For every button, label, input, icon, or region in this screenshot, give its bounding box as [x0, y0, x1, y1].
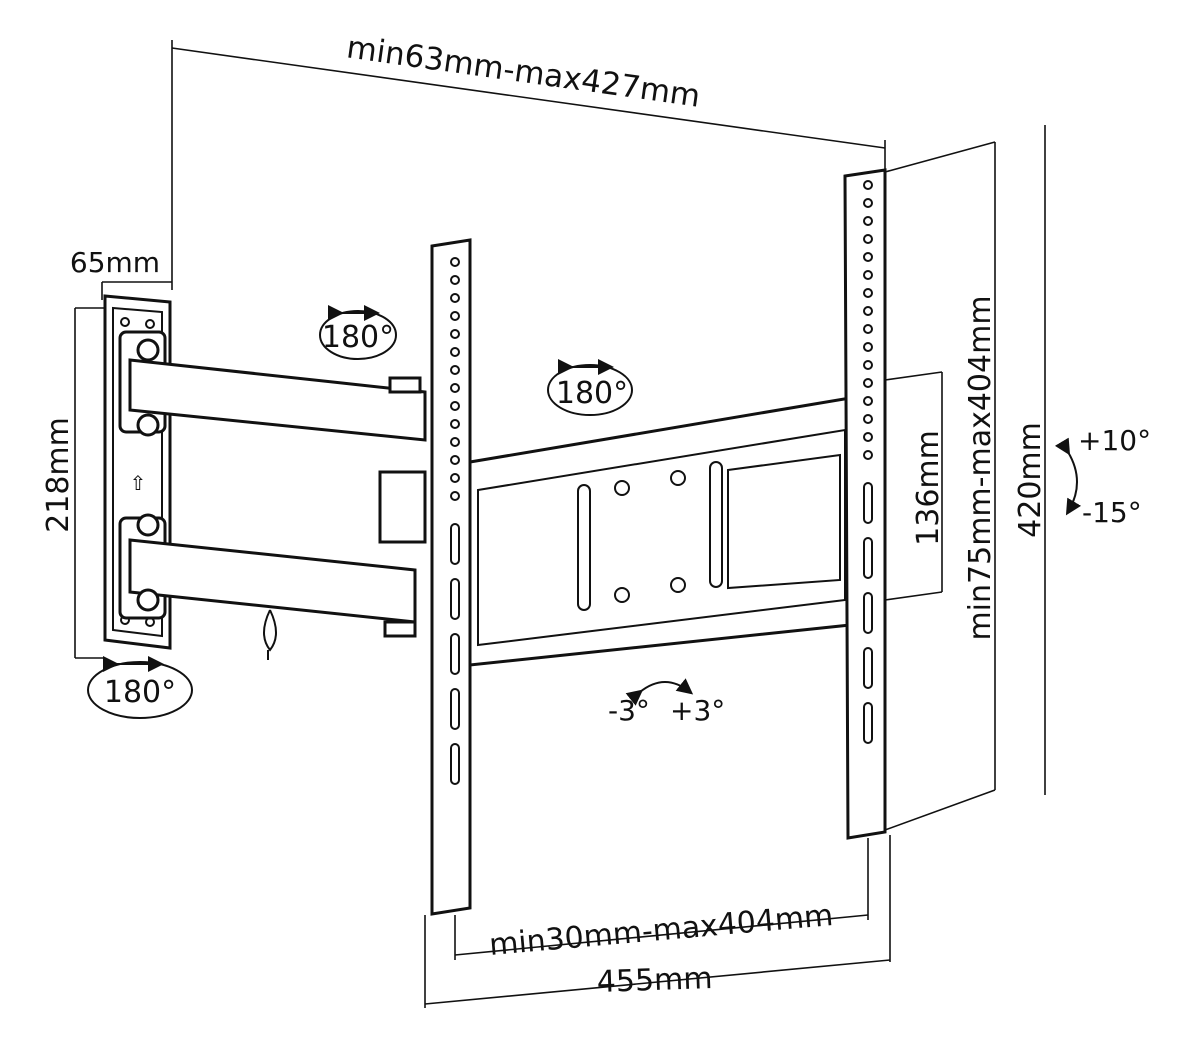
rail-slot: [863, 482, 873, 524]
total-width-dimension: 455mm: [424, 835, 891, 1008]
rail-hole: [863, 414, 873, 424]
vesa-vertical-dimension: min75mm-max404mm: [884, 141, 998, 831]
rail-hole: [450, 437, 460, 447]
rail-hole: [863, 288, 873, 298]
inner-height-label: 136mm: [911, 430, 946, 546]
plate-height-label: 218mm: [41, 417, 76, 533]
total-width-label: 455mm: [596, 961, 713, 1000]
rail-hole: [863, 324, 873, 334]
top-width-label: min63mm-max427mm: [344, 29, 702, 114]
rail-hole: [450, 419, 460, 429]
total-height-label: 420mm: [1013, 422, 1048, 538]
rail-hole: [450, 473, 460, 483]
rail-hole: [863, 450, 873, 460]
tilt-down-label: -15°: [1082, 496, 1142, 529]
rail-slot: [863, 592, 873, 634]
rail-hole: [863, 180, 873, 190]
rail-hole: [863, 360, 873, 370]
plate-depth-label: 65mm: [70, 246, 160, 279]
tilt-arrow-icon: [1054, 437, 1082, 516]
rail-slot: [863, 702, 873, 744]
level-adjust-indicator: -3° +3°: [608, 678, 725, 727]
rail-hole: [863, 306, 873, 316]
head-swivel-label: 180°: [556, 376, 628, 411]
rail-hole: [450, 455, 460, 465]
total-height-dimension: 420mm: [1013, 125, 1048, 795]
rail-hole: [863, 198, 873, 208]
right-rail: [843, 168, 887, 840]
plate-depth-dimension: 65mm: [70, 246, 172, 300]
rail-slot: [450, 688, 460, 730]
vesa-horizontal-dimension: min30mm-max404mm: [454, 838, 869, 963]
arm-swivel-label: 180°: [322, 320, 394, 355]
center-plate: [468, 396, 852, 667]
rail-hole: [450, 311, 460, 321]
rail-hole: [863, 396, 873, 406]
cable-hook-icon: [263, 609, 277, 660]
rail-hole: [863, 378, 873, 388]
rail-hole: [450, 365, 460, 375]
rail-hole: [450, 275, 460, 285]
tilt-up-label: +10°: [1078, 424, 1151, 457]
rail-hole: [450, 347, 460, 357]
rail-slot: [450, 743, 460, 785]
arm-joint: [378, 470, 427, 544]
rail-hole: [863, 270, 873, 280]
rail-hole: [450, 293, 460, 303]
rail-hole: [863, 432, 873, 442]
left-rail: [430, 238, 472, 916]
rail-hole: [863, 342, 873, 352]
plate-height-dimension: 218mm: [41, 307, 105, 659]
level-minus-label: -3°: [608, 694, 650, 727]
rail-hole: [450, 491, 460, 501]
tilt-indicator: +10° -15°: [1054, 424, 1151, 529]
top-width-dimension: min63mm-max427mm: [171, 29, 886, 290]
level-plus-label: +3°: [670, 694, 725, 727]
rail-hole: [863, 216, 873, 226]
rail-hole: [450, 383, 460, 393]
rail-slot: [450, 523, 460, 565]
arrow-up-icon: ⇧: [130, 471, 147, 495]
upper-arm: [118, 330, 427, 442]
vesa-horizontal-label: min30mm-max404mm: [488, 898, 835, 963]
head-swivel-indicator: 180°: [547, 359, 633, 416]
rail-slot: [450, 578, 460, 620]
rail-hole: [863, 234, 873, 244]
inner-height-dimension: 136mm: [884, 371, 946, 601]
rail-slot: [450, 633, 460, 675]
wall-swivel-label: 180°: [104, 675, 176, 710]
rail-slot: [863, 537, 873, 579]
wall-swivel-indicator: 180°: [87, 656, 193, 719]
rail-hole: [450, 329, 460, 339]
vesa-vertical-label: min75mm-max404mm: [963, 295, 998, 640]
rail-slot: [863, 647, 873, 689]
rail-hole: [863, 252, 873, 262]
arm-swivel-indicator: 180°: [319, 305, 397, 360]
lower-arm: [118, 513, 417, 660]
rail-hole: [450, 401, 460, 411]
rail-hole: [450, 257, 460, 267]
